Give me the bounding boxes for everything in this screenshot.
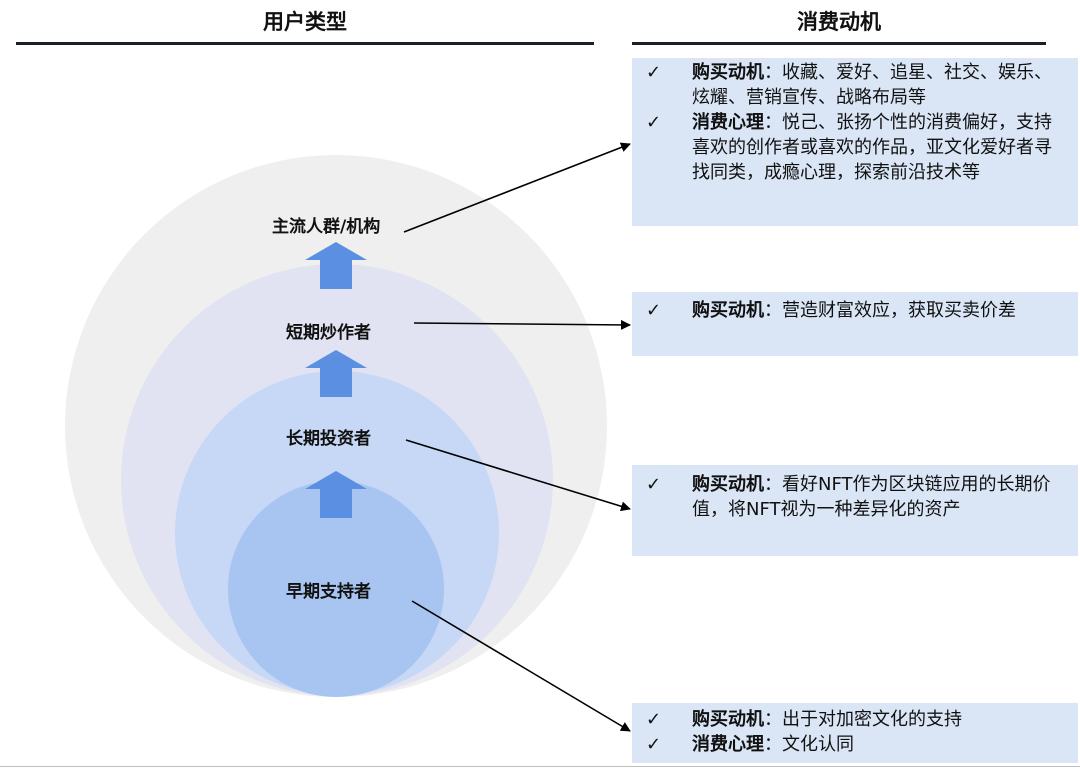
motive-item: ✓ 消费心理：文化认同	[646, 732, 1068, 757]
motive-sep: ：	[764, 734, 782, 755]
up-arrow-icon	[305, 471, 367, 518]
check-icon: ✓	[646, 474, 662, 495]
check-icon: ✓	[646, 62, 662, 83]
up-arrow-icon	[305, 350, 367, 397]
motive-text: 营造财富效应，获取买卖价差	[782, 300, 1016, 321]
header-rule-right	[632, 42, 1046, 45]
bottom-divider	[0, 766, 1080, 767]
motive-text: 收藏、爱好、追星、社交、娱乐、炫耀、营销宣传、战略布局等	[692, 62, 1052, 108]
motive-box-early: ✓ 购买动机：出于对加密文化的支持 ✓ 消费心理：文化认同	[632, 703, 1078, 763]
motive-key: 购买动机	[692, 709, 764, 730]
motive-box-short-term: ✓ 购买动机：营造财富效应，获取买卖价差	[632, 292, 1078, 356]
up-arrow-icon	[305, 242, 367, 289]
arrow-mainstream	[403, 142, 631, 233]
group-label-long-term: 长期投资者	[286, 429, 371, 449]
motive-text: 出于对加密文化的支持	[782, 709, 962, 730]
motive-box-long-term: ✓ 购买动机：看好NFT作为区块链应用的长期价值，将NFT视为一种差异化的资产	[632, 465, 1078, 556]
motive-key: 消费心理	[692, 734, 764, 755]
header-rule-left	[16, 42, 594, 45]
motive-sep: ：	[764, 300, 782, 321]
motive-box-mainstream: ✓ 购买动机：收藏、爱好、追星、社交、娱乐、炫耀、营销宣传、战略布局等 ✓ 消费…	[632, 58, 1078, 226]
motive-sep: ：	[764, 112, 782, 133]
group-label-mainstream: 主流人群/机构	[272, 217, 381, 237]
check-icon: ✓	[646, 709, 662, 730]
motive-sep: ：	[764, 62, 782, 83]
header-motivation: 消费动机	[797, 10, 881, 34]
motive-sep: ：	[764, 709, 782, 730]
group-label-early: 早期支持者	[286, 582, 371, 602]
motive-item: ✓ 购买动机：收藏、爱好、追星、社交、娱乐、炫耀、营销宣传、战略布局等	[646, 60, 1068, 110]
motive-text: 悦己、张扬个性的消费偏好，支持喜欢的创作者或喜欢的作品，亚文化爱好者寻找同类，成…	[692, 112, 1052, 183]
motive-key: 购买动机	[692, 62, 764, 83]
motive-item: ✓ 购买动机：看好NFT作为区块链应用的长期价值，将NFT视为一种差异化的资产	[646, 472, 1068, 522]
check-icon: ✓	[646, 112, 662, 133]
motive-key: 购买动机	[692, 474, 764, 495]
check-icon: ✓	[646, 734, 662, 755]
header-user-type: 用户类型	[263, 10, 347, 34]
motive-text: 文化认同	[782, 734, 854, 755]
arrow-early	[411, 600, 631, 732]
motive-item: ✓ 购买动机：营造财富效应，获取买卖价差	[646, 298, 1068, 323]
motive-key: 购买动机	[692, 300, 764, 321]
motive-text: 看好NFT作为区块链应用的长期价值，将NFT视为一种差异化的资产	[692, 474, 1051, 520]
motive-item: ✓ 购买动机：出于对加密文化的支持	[646, 707, 1068, 732]
motive-item: ✓ 消费心理：悦己、张扬个性的消费偏好，支持喜欢的创作者或喜欢的作品，亚文化爱好…	[646, 110, 1068, 185]
check-icon: ✓	[646, 300, 662, 321]
arrow-short-term	[413, 319, 631, 330]
motive-key: 消费心理	[692, 112, 764, 133]
motive-sep: ：	[764, 474, 782, 495]
arrow-long-term	[405, 439, 631, 512]
group-label-short-term: 短期炒作者	[286, 323, 371, 343]
